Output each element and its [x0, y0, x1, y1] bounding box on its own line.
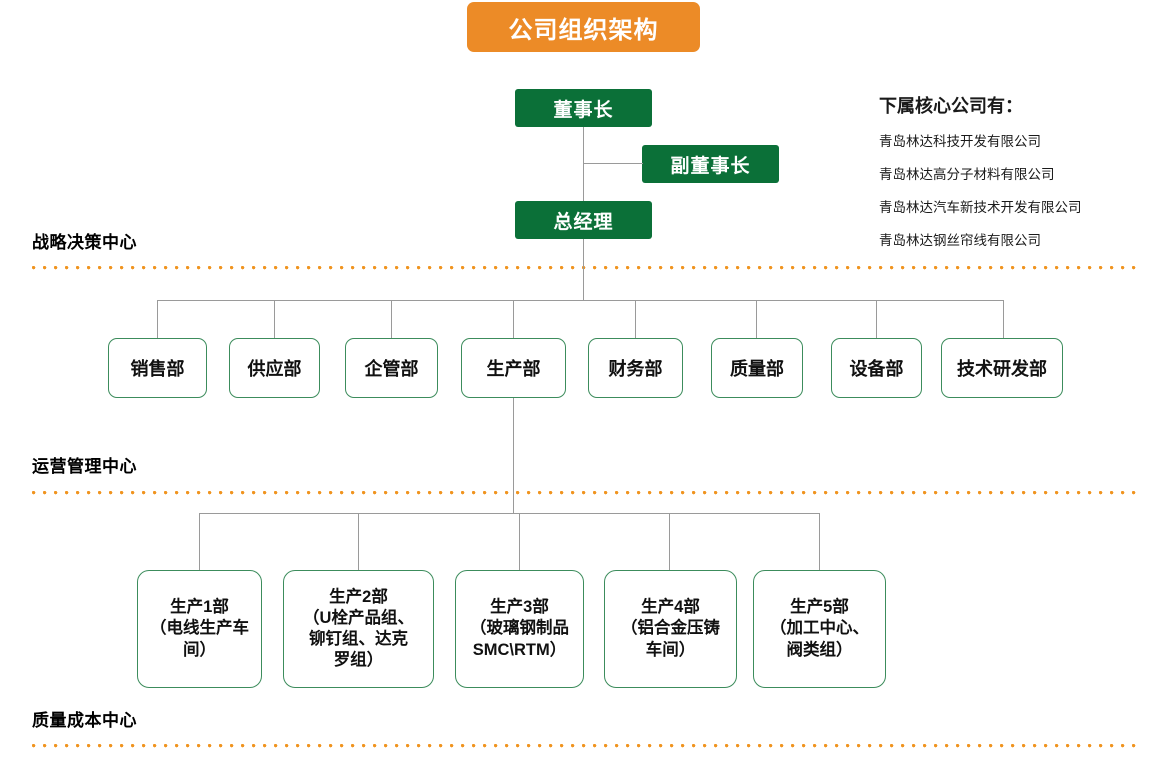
- connector-bus-to-prod-3: [519, 513, 520, 571]
- page-title: 公司组织架构: [467, 2, 700, 52]
- production-unit-box-3[interactable]: 生产3部 （玻璃钢制品 SMC\RTM）: [455, 570, 584, 688]
- divider-strategy: [32, 266, 1142, 270]
- band-label-strategy: 战略决策中心: [32, 233, 137, 252]
- divider-operations: [32, 491, 1142, 495]
- dept-box-supply[interactable]: 供应部: [229, 338, 320, 398]
- connector-bus-to-prod-4: [669, 513, 670, 571]
- dept-box-sales[interactable]: 销售部: [108, 338, 207, 398]
- band-label-quality-cost: 质量成本中心: [32, 711, 137, 730]
- production-bus-line: [199, 513, 820, 514]
- subsidiary-list-heading: 下属核心公司有：: [879, 96, 1023, 116]
- connector-stem-to-vice-chairman: [583, 163, 643, 164]
- connector-chairman-to-gm: [583, 127, 584, 201]
- exec-box-general-manager[interactable]: 总经理: [515, 201, 652, 239]
- production-unit-box-1[interactable]: 生产1部 （电线生产车 间）: [137, 570, 262, 688]
- connector-bus-to-production: [513, 300, 514, 340]
- connector-gm-to-dept-bus: [583, 239, 584, 301]
- dept-box-equipment[interactable]: 设备部: [831, 338, 922, 398]
- connector-production-to-subunit-bus: [513, 398, 514, 514]
- subsidiary-item-1: 青岛林达科技开发有限公司: [879, 134, 1041, 149]
- connector-bus-to-quality: [756, 300, 757, 340]
- connector-bus-to-supply: [274, 300, 275, 340]
- connector-bus-to-sales: [157, 300, 158, 340]
- production-unit-box-5[interactable]: 生产5部 （加工中心、 阀类组）: [753, 570, 886, 688]
- production-unit-box-2[interactable]: 生产2部 （U栓产品组、 铆钉组、达克 罗组）: [283, 570, 434, 688]
- dept-box-production[interactable]: 生产部: [461, 338, 566, 398]
- divider-quality-cost: [32, 744, 1142, 748]
- band-label-operations: 运营管理中心: [32, 457, 137, 476]
- connector-bus-to-prod-1: [199, 513, 200, 571]
- connector-bus-to-technology-rd: [1003, 300, 1004, 340]
- connector-bus-to-prod-2: [358, 513, 359, 571]
- connector-bus-to-prod-5: [819, 513, 820, 571]
- connector-bus-to-finance: [635, 300, 636, 340]
- dept-box-enterprise-management[interactable]: 企管部: [345, 338, 438, 398]
- dept-box-quality[interactable]: 质量部: [711, 338, 803, 398]
- subsidiary-item-3: 青岛林达汽车新技术开发有限公司: [879, 200, 1082, 215]
- exec-box-chairman[interactable]: 董事长: [515, 89, 652, 127]
- subsidiary-item-2: 青岛林达高分子材料有限公司: [879, 167, 1055, 182]
- dept-box-technology-rd[interactable]: 技术研发部: [941, 338, 1063, 398]
- connector-bus-to-equipment: [876, 300, 877, 340]
- dept-bus-line: [157, 300, 1004, 301]
- production-unit-box-4[interactable]: 生产4部 （铝合金压铸 车间）: [604, 570, 737, 688]
- dept-box-finance[interactable]: 财务部: [588, 338, 683, 398]
- subsidiary-list: 下属核心公司有： 青岛林达科技开发有限公司 青岛林达高分子材料有限公司 青岛林达…: [879, 92, 1164, 262]
- exec-box-vice-chairman[interactable]: 副董事长: [642, 145, 779, 183]
- connector-bus-to-enterprise-management: [391, 300, 392, 340]
- subsidiary-item-4: 青岛林达钢丝帘线有限公司: [879, 233, 1041, 248]
